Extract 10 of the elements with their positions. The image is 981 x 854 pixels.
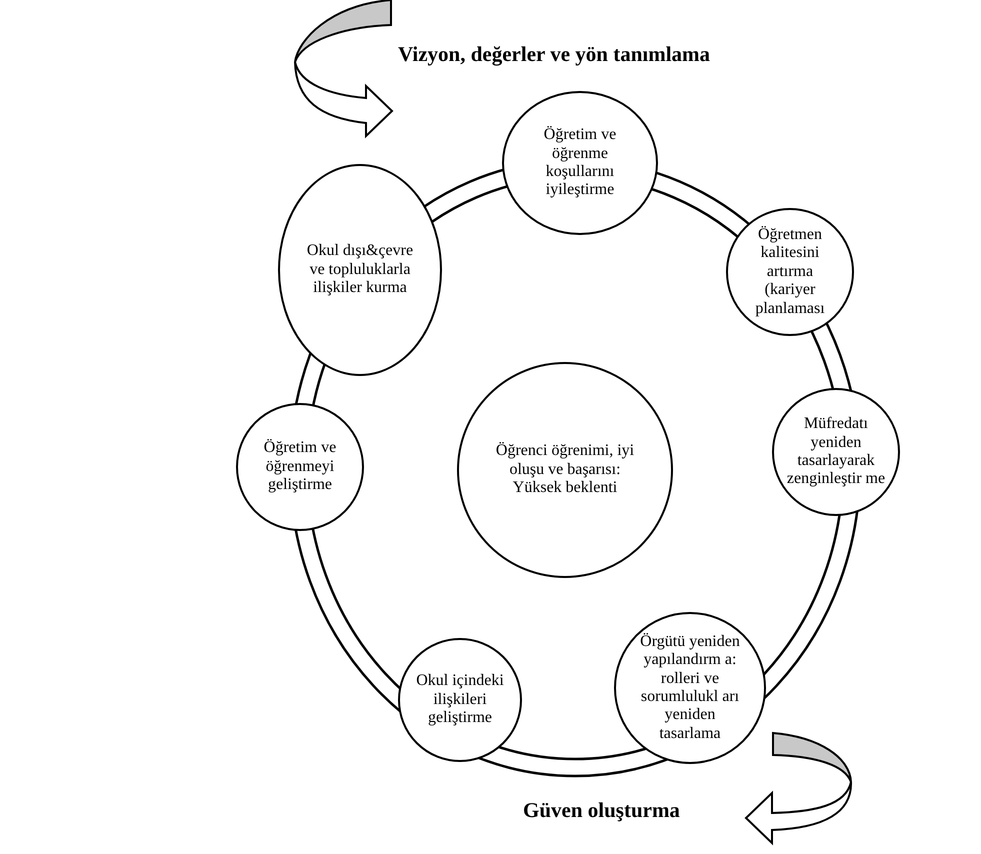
node-text: Öğretim ve öğrenmeyi geliştirme (262, 439, 338, 495)
stage-label: Vizyon, değerler ve yön tanımlama (398, 42, 710, 67)
node-text: Okul içindeki ilişkileri geliştirme (415, 672, 505, 728)
node-text: Öğretim ve öğrenme koşullarını iyileştirme (542, 126, 618, 200)
node-text: Örgütü yeniden yapılandırm a: rolleri ve sorumlulukl arı yeniden tasarlama (639, 632, 741, 744)
node-text: Müfredatı yeniden tasarlayarak zenginleştir me (786, 415, 886, 489)
node-text: Okul dışı&çevre ve topluluklarla ilişkiler kurma (306, 242, 414, 298)
stage-label: Güven oluşturma (523, 798, 680, 823)
node-text: Öğretmen kalitesini artırma (kariyer planlaması (754, 226, 826, 318)
node-text: Öğrenci öğrenimi, iyi oluşu ve başarısı: Yüksek beklenti (495, 442, 635, 498)
